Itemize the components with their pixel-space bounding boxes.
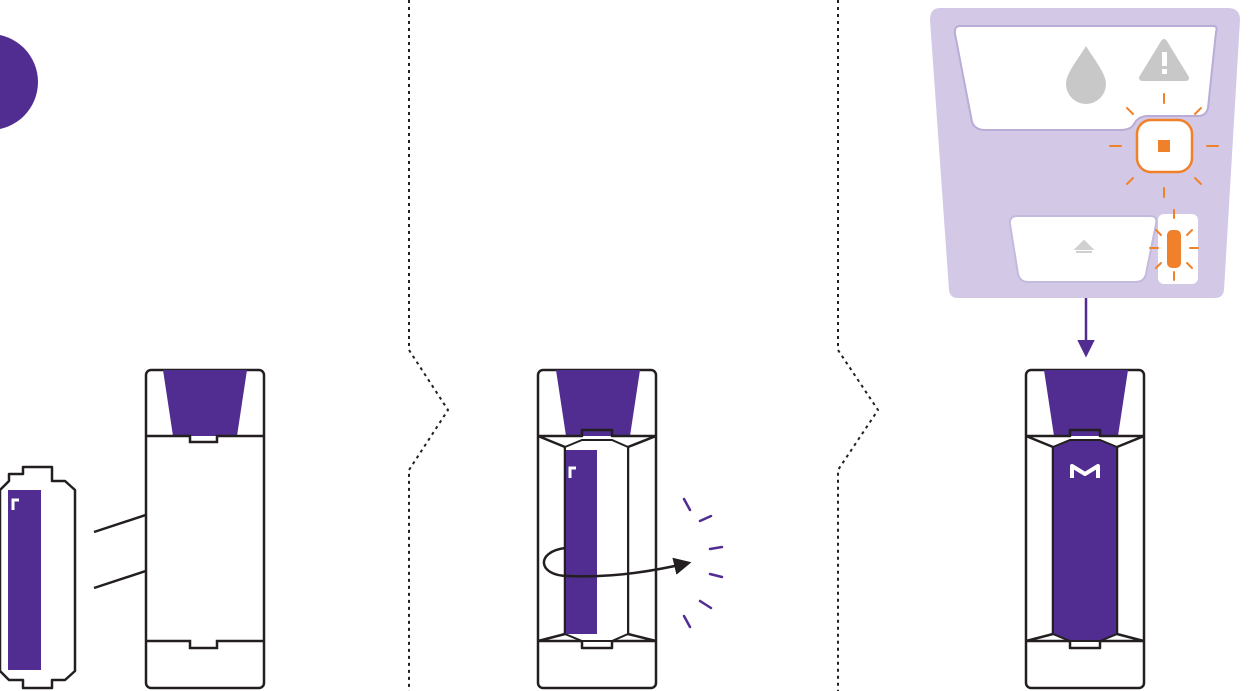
cartridge-status-icon bbox=[1167, 230, 1181, 268]
holder-bottom-latch bbox=[146, 639, 264, 650]
panel-divider-1 bbox=[408, 0, 450, 691]
merck-m-logo bbox=[1070, 464, 1100, 478]
cartridge-led-rays bbox=[1149, 209, 1199, 281]
step-badge-circle bbox=[0, 35, 38, 129]
cartridge-mark bbox=[568, 466, 576, 478]
holder-cap bbox=[163, 370, 247, 436]
cartridge-holder-installed bbox=[1024, 368, 1146, 690]
holder-cap bbox=[1044, 370, 1128, 436]
stop-button-alert bbox=[1109, 93, 1219, 198]
holder-cap bbox=[556, 370, 640, 436]
cartridge-holder-loaded bbox=[536, 368, 658, 690]
device-control-panel bbox=[930, 8, 1240, 298]
warning-triangle-icon bbox=[1139, 39, 1189, 81]
cartridge-label-band bbox=[8, 490, 41, 670]
eject-icon bbox=[1073, 239, 1095, 253]
cartridge-holder-empty bbox=[144, 368, 266, 690]
holder-top-latch bbox=[146, 434, 264, 444]
panel-divider-2 bbox=[837, 0, 880, 691]
rotate-arrow bbox=[542, 546, 692, 578]
panel-insert-cartridge bbox=[0, 368, 266, 690]
cartridge bbox=[0, 465, 77, 690]
inner-cartridge-body bbox=[1052, 439, 1118, 642]
step-number-badge bbox=[0, 35, 38, 129]
click-spark-lines bbox=[682, 497, 724, 629]
stop-square-icon bbox=[1158, 140, 1170, 152]
cartridge-label-band bbox=[566, 450, 597, 634]
panel-twist-lock bbox=[536, 368, 724, 690]
stop-alert-rays bbox=[1109, 93, 1219, 198]
water-drop-icon bbox=[1066, 46, 1106, 104]
panel-cartridge-detected bbox=[930, 8, 1240, 690]
cartridge-mark bbox=[11, 498, 19, 510]
